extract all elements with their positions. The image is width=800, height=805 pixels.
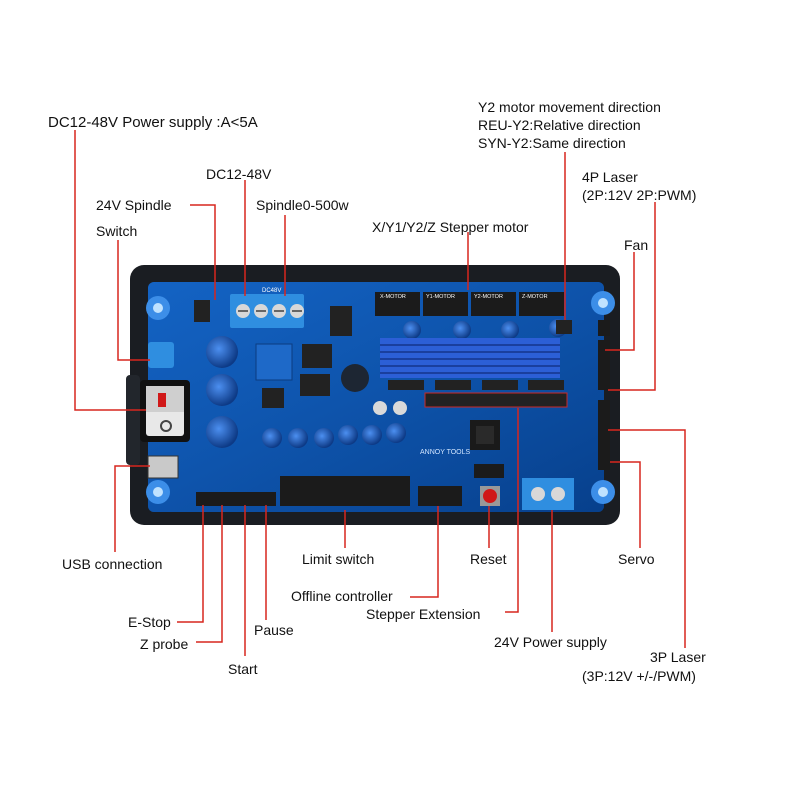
base-plate-edge: [126, 375, 140, 465]
leader-power-supply: [74, 130, 146, 411]
leader-spindle-24v: [190, 204, 216, 300]
leader-fan: [605, 252, 635, 351]
label-stepper-motor: X/Y1/Y2/Z Stepper motor: [372, 219, 529, 235]
standoff-bottom-right: [591, 480, 615, 504]
y2-direction-jumper: [556, 320, 572, 334]
label-servo: Servo: [618, 551, 655, 567]
leader-usb: [114, 465, 150, 552]
label-usb: USB connection: [62, 556, 163, 572]
spindle-switch-block: [148, 342, 174, 368]
standoff-bottom-left: [146, 480, 170, 504]
label-dc-input: DC12-48V: [206, 166, 272, 182]
motor-connectors: [375, 292, 564, 316]
silk-dc48: DC48V: [262, 288, 281, 294]
silk-motor-z: Z-MOTOR: [522, 294, 548, 300]
label-laser-3p-1: 3P Laser: [650, 649, 706, 665]
spindle-switch-chip: [194, 300, 210, 322]
label-y2-direction-1: Y2 motor movement direction: [478, 99, 661, 115]
leader-laser-3p: [608, 429, 686, 648]
label-offline-controller: Offline controller: [291, 588, 393, 604]
standoff-top-left: [146, 296, 170, 320]
label-estop: E-Stop: [128, 614, 171, 630]
regulator-components: [255, 306, 352, 408]
leader-estop: [177, 505, 204, 623]
standoff-top-right: [591, 291, 615, 315]
label-power-24v: 24V Power supply: [494, 634, 607, 650]
microcontroller: [470, 420, 500, 450]
silk-brand: ANNOY TOOLS: [420, 449, 471, 456]
heatsink: [380, 338, 560, 378]
reset-button-part: [480, 486, 500, 506]
label-y2-direction-2: REU-Y2:Relative direction: [478, 117, 641, 133]
label-pause: Pause: [254, 622, 294, 638]
label-spindle-24v: 24V Spindle: [96, 197, 172, 213]
leader-offline-controller: [410, 506, 439, 598]
label-switch: Switch: [96, 223, 138, 239]
usb-port: [147, 455, 179, 479]
label-reset: Reset: [470, 551, 507, 567]
silk-motor-x: X-MOTOR: [380, 294, 406, 300]
right-connectors: [598, 320, 610, 470]
dc-terminal-block: [230, 294, 304, 328]
label-start: Start: [228, 661, 258, 677]
leader-stepper-extension: [505, 408, 519, 613]
leader-zprobe: [196, 505, 223, 643]
label-spindle-power: Spindle0-500w: [256, 197, 349, 213]
leader-servo: [610, 461, 641, 548]
small-capacitors: [262, 401, 407, 448]
silk-motor-y1: Y1-MOTOR: [426, 294, 455, 300]
label-limit-switch: Limit switch: [302, 551, 375, 567]
driver-headers: [388, 380, 568, 408]
label-stepper-extension: Stepper Extension: [366, 606, 481, 622]
label-zprobe: Z probe: [140, 636, 189, 652]
terminal-24v: [522, 478, 574, 510]
rocker-switch: [140, 380, 190, 442]
label-laser-4p-2: (2P:12V 2P:PWM): [582, 187, 697, 203]
label-power-supply: DC12-48V Power supply :A<5A: [48, 114, 258, 131]
bottom-headers: [196, 464, 504, 506]
silk-motor-y2: Y2-MOTOR: [474, 294, 503, 300]
label-y2-direction-3: SYN-Y2:Same direction: [478, 135, 626, 151]
bulk-capacitors: [206, 336, 369, 448]
leader-lines: [74, 130, 686, 656]
leader-laser-4p: [608, 202, 656, 391]
label-fan: Fan: [624, 237, 649, 253]
label-laser-4p-1: 4P Laser: [582, 169, 638, 185]
label-laser-3p-2: (3P:12V +/-/PWM): [582, 668, 696, 684]
leader-switch: [117, 240, 150, 361]
